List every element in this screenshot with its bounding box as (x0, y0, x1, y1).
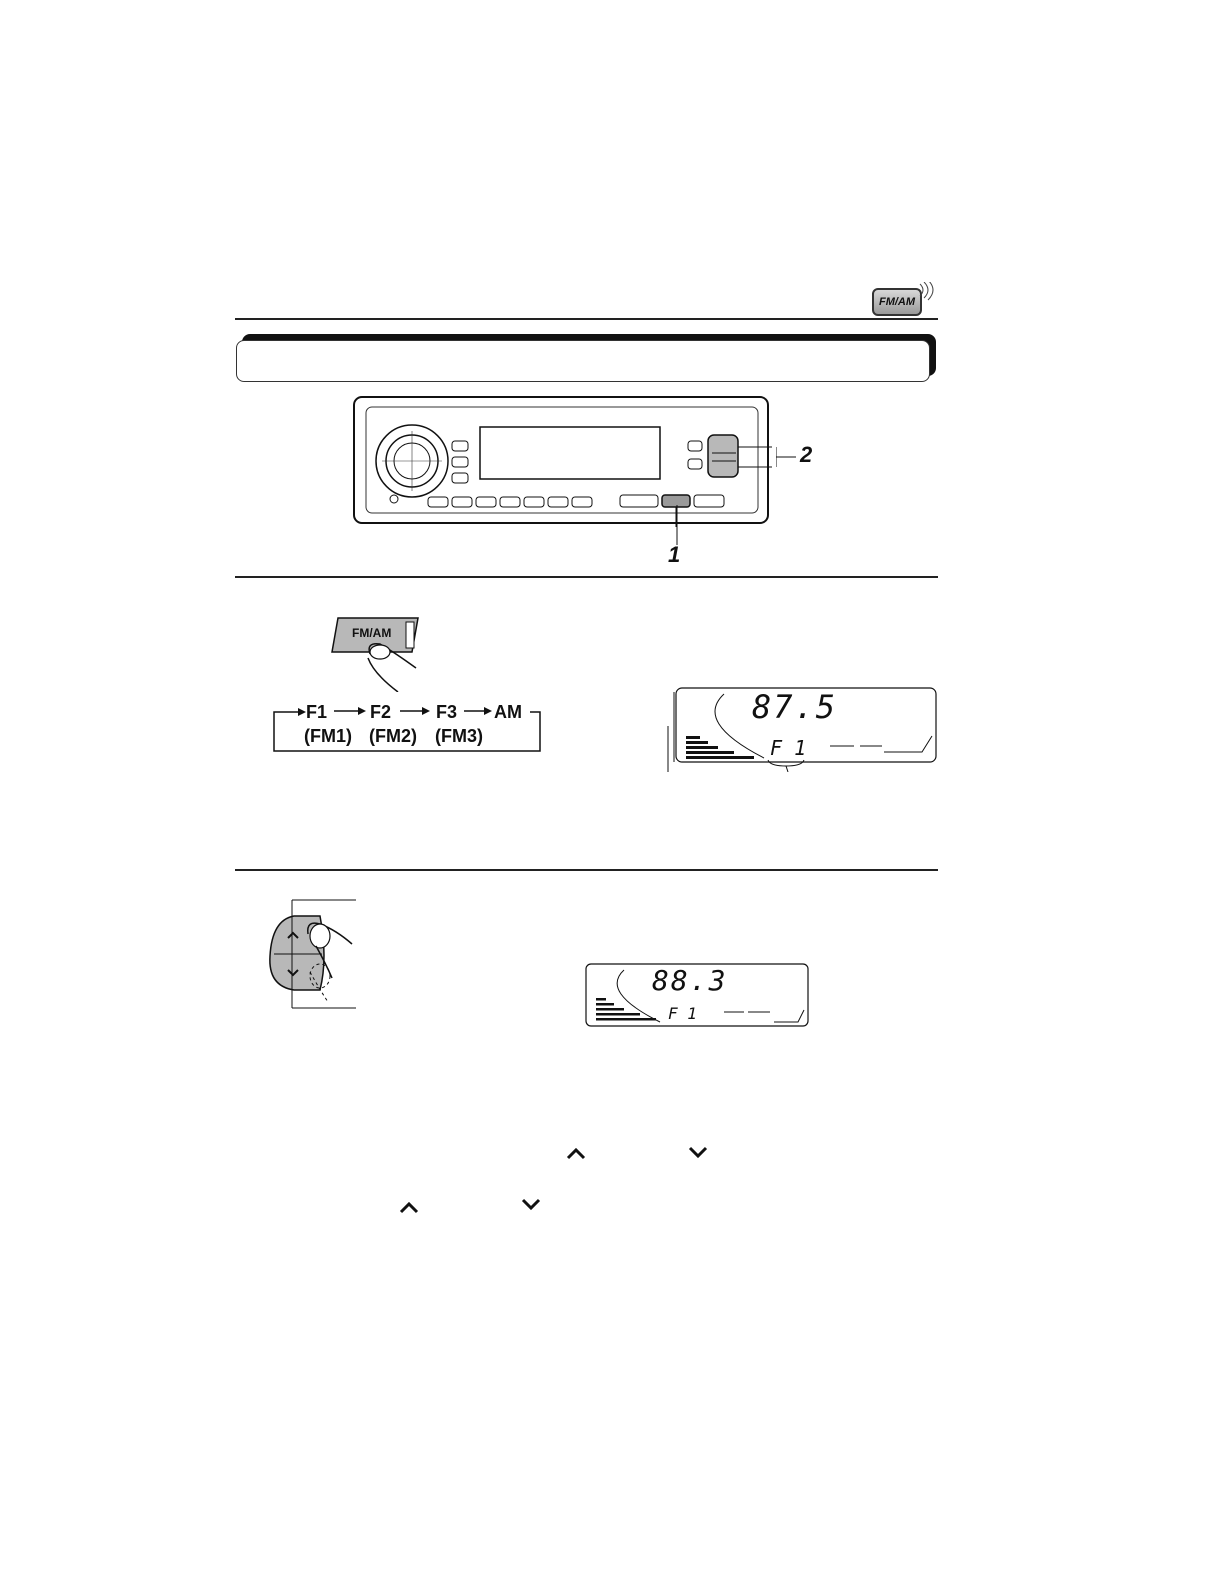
callout-2-bracket (776, 447, 796, 467)
callout-1-line (676, 505, 678, 545)
chevron-up-icon (399, 1201, 419, 1214)
band-name-fm2: (FM2) (369, 726, 417, 746)
callout-1: 1 (668, 542, 681, 567)
stereo-front-panel (353, 396, 772, 527)
band-f1: F1 (306, 702, 328, 722)
chevron-up-icon (566, 1147, 586, 1160)
fm-am-badge: FM/AM (872, 288, 922, 316)
sequence-arrows (334, 707, 492, 715)
chevron-down-icon (688, 1146, 708, 1159)
band-f3: F3 (436, 702, 458, 722)
lcd-display-1 (667, 687, 937, 772)
radio-wave-icon (919, 282, 934, 301)
band-name-fm3: (FM3) (435, 726, 483, 746)
fm-am-badge-label: FM/AM (878, 296, 916, 308)
display-1-frequency: 87.5 (752, 688, 838, 726)
fm-am-button-press-illustration (331, 617, 419, 692)
band-sequence-loop (273, 708, 541, 752)
lcd-display-2 (585, 963, 809, 1027)
header-rule (235, 318, 938, 320)
display-2-band: F 1 (668, 1004, 697, 1023)
display-1-band: F 1 (770, 736, 807, 760)
fm-am-button-label: FM/AM (352, 626, 392, 640)
seek-button-press-illustration (269, 899, 356, 1009)
step2-rule (235, 869, 938, 871)
section-title-box (236, 340, 930, 382)
chevron-down-icon (521, 1198, 541, 1211)
callout-2: 2 (800, 442, 813, 467)
band-name-fm1: (FM1) (304, 726, 352, 746)
step1-rule (235, 576, 938, 578)
band-am: AM (494, 702, 522, 722)
display-2-frequency: 88.3 (652, 964, 728, 997)
band-f2: F2 (370, 702, 392, 722)
